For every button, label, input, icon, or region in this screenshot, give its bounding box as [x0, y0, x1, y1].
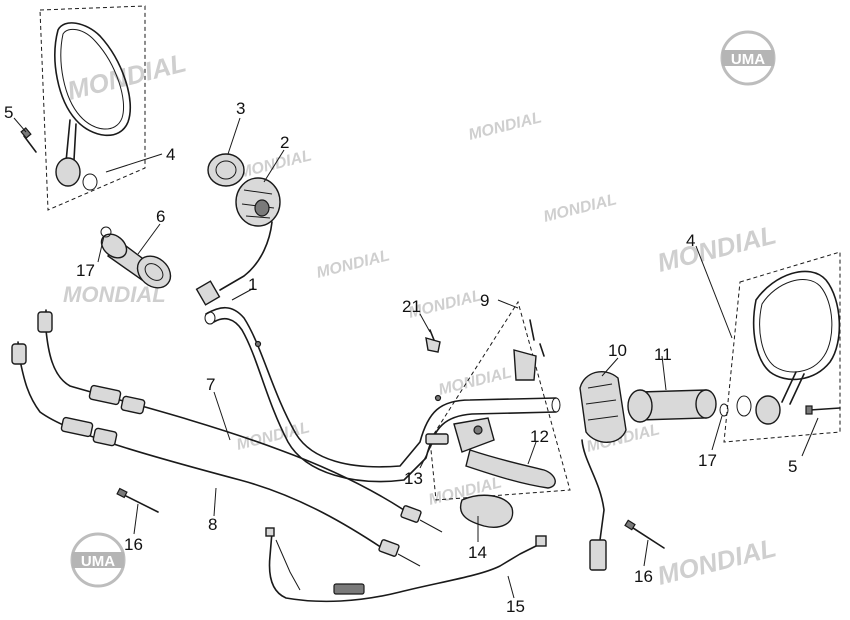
- callout-12: 12: [530, 427, 549, 446]
- mirror-left-group-outline: [39, 5, 146, 211]
- callout-9: 9: [480, 291, 489, 310]
- logo-text: UMA: [731, 51, 765, 68]
- bracket-screws: [513, 319, 545, 381]
- watermark: MONDIAL: [542, 191, 619, 226]
- lever-group-9-outline: [429, 300, 571, 501]
- mirror-left: [54, 22, 132, 191]
- right-switch-10: [579, 370, 627, 571]
- watermark: MONDIAL: [235, 419, 312, 454]
- callout-1: 1: [248, 275, 257, 294]
- left-switch-2: [195, 177, 281, 306]
- mirror-right-group-outline: [723, 251, 841, 443]
- callout-4-right: 4: [686, 231, 695, 250]
- callouts: 5 4 3 2 6 17 1 21 9 10 11 4 7 12 13 17 5…: [4, 99, 797, 616]
- leader-lines: [13, 117, 819, 599]
- watermark: MONDIAL: [315, 247, 392, 282]
- throttle-cable-8: [11, 341, 421, 567]
- screw-5-left: [20, 127, 37, 153]
- uma-logo-bottom: UMA: [70, 532, 126, 588]
- throttle-grip-11: [627, 389, 729, 423]
- callout-17-right: 17: [698, 451, 717, 470]
- callout-10: 10: [608, 341, 627, 360]
- mirror-right: [736, 270, 841, 425]
- callout-11: 11: [654, 345, 672, 364]
- callout-2: 2: [280, 133, 289, 152]
- watermark: MONDIAL: [467, 109, 544, 144]
- watermark: MONDIAL: [64, 47, 189, 105]
- grip-left-6: [100, 226, 172, 289]
- screw-5-right: [805, 405, 841, 415]
- cable-tie-16-right: [624, 519, 665, 549]
- callout-4-left: 4: [166, 145, 175, 164]
- callout-15: 15: [506, 597, 525, 616]
- clutch-lever-12: [453, 417, 556, 489]
- logo-text: UMA: [81, 553, 115, 570]
- callout-14: 14: [468, 543, 487, 562]
- callout-21: 21: [402, 297, 421, 316]
- lever-cover-14: [459, 494, 514, 528]
- callout-5-left: 5: [4, 103, 13, 122]
- callout-13: 13: [404, 469, 423, 488]
- callout-3: 3: [236, 99, 245, 118]
- watermark: MONDIAL: [437, 364, 514, 399]
- callout-17-left: 17: [76, 261, 95, 280]
- cable-tie-16-left: [116, 487, 159, 513]
- uma-logo-top: UMA: [720, 30, 776, 86]
- switch-13: [425, 433, 449, 445]
- watermark: MONDIAL: [63, 282, 166, 307]
- callout-16-left: 16: [124, 535, 143, 554]
- callout-8: 8: [208, 515, 217, 534]
- handlebar-1: [204, 306, 561, 483]
- watermarks: MONDIAL MONDIAL MONDIAL MONDIAL MONDIAL …: [63, 47, 779, 590]
- switch-cover-3: [207, 153, 245, 187]
- watermark: MONDIAL: [654, 219, 779, 277]
- callout-7: 7: [206, 375, 215, 394]
- wire-15: [265, 527, 547, 603]
- watermark: MONDIAL: [654, 532, 779, 590]
- callout-16-right: 16: [634, 567, 653, 586]
- bolt-21: [425, 329, 441, 353]
- callout-5-right: 5: [788, 457, 797, 476]
- callout-6: 6: [156, 207, 165, 226]
- clutch-cable-7: [37, 309, 443, 533]
